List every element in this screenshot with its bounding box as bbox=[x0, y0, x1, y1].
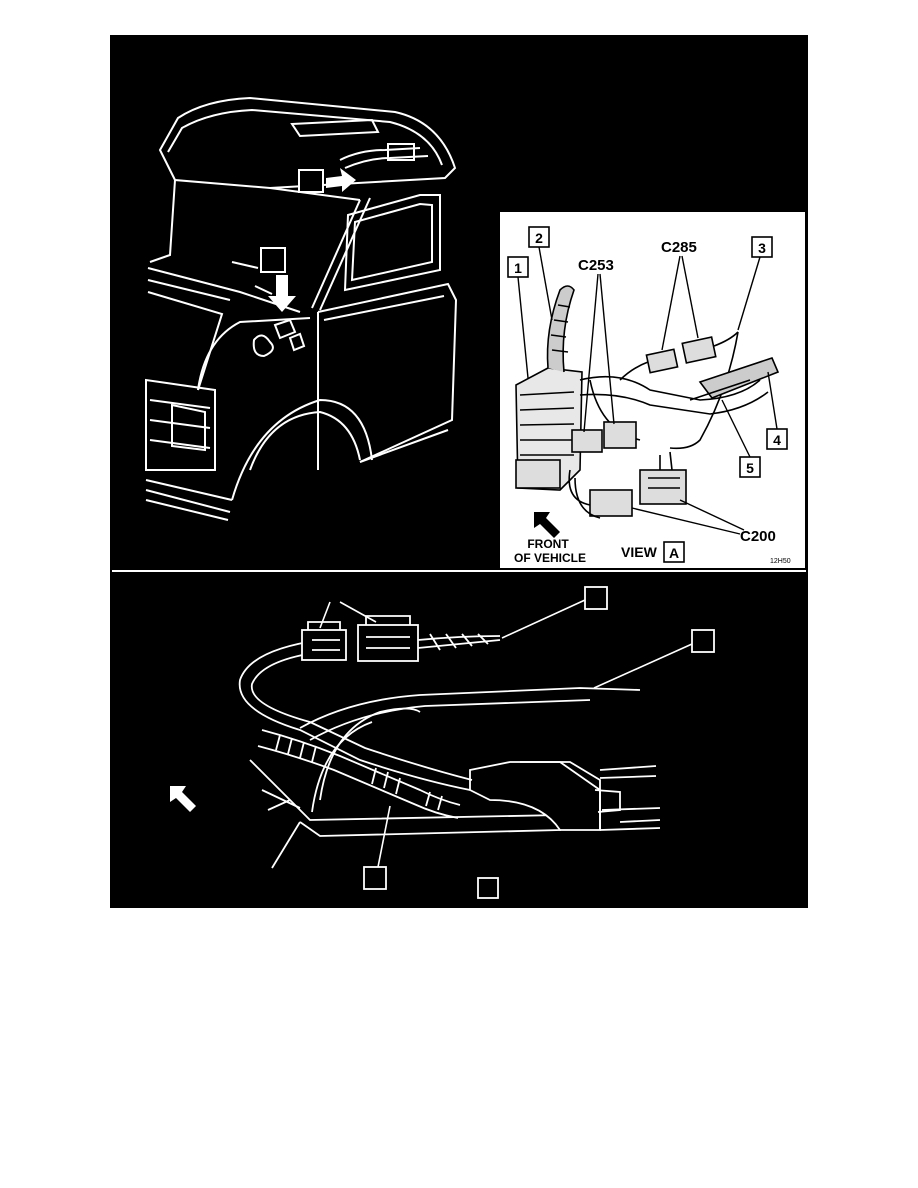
legend-text: A/C Wiring Extension Harness bbox=[584, 111, 739, 123]
legend-num: 5. bbox=[555, 142, 565, 154]
svg-text:5: 5 bbox=[746, 460, 754, 476]
vehicle-overview bbox=[145, 96, 458, 521]
c285-label: C285 bbox=[661, 239, 697, 256]
view-b-front-indicator: FRONT OF VEHICLE bbox=[148, 786, 220, 840]
c253-label: C253 bbox=[578, 257, 614, 274]
view-a-caption: VIEW A 12H50 bbox=[621, 541, 791, 565]
svg-text:FRONT: FRONT bbox=[527, 537, 569, 551]
svg-text:VIEW: VIEW bbox=[434, 880, 471, 896]
svg-text:7: 7 bbox=[699, 634, 707, 650]
svg-text:3: 3 bbox=[758, 240, 766, 256]
c200-label: C200 bbox=[740, 528, 776, 545]
parts-legend: 1. Fuse Block 2. Rear Body Harness 3. A/… bbox=[555, 79, 739, 185]
c352-label: C352 bbox=[316, 585, 377, 629]
legend-text: I/P Harness bbox=[584, 142, 644, 154]
legend-num: 7. bbox=[555, 173, 565, 185]
callout-b: B bbox=[298, 168, 356, 193]
svg-text:VIEW: VIEW bbox=[621, 544, 658, 560]
legend-text: Dome/Reading Lamp Harness bbox=[584, 157, 739, 169]
legend-text: Fuse Block bbox=[584, 79, 641, 91]
view-a-drawing bbox=[515, 285, 780, 519]
svg-text:6: 6 bbox=[592, 591, 600, 607]
figure-code: 12H50 bbox=[770, 558, 791, 565]
view-a-callouts: 1 2 3 4 5 bbox=[507, 226, 788, 478]
roof-harness-b bbox=[339, 143, 429, 169]
svg-text:2: 2 bbox=[535, 230, 543, 246]
svg-text:C352: C352 bbox=[316, 585, 352, 602]
callout-a: A bbox=[231, 247, 296, 312]
svg-text:OF VEHICLE: OF VEHICLE bbox=[514, 551, 586, 565]
legend-num: 3. bbox=[555, 111, 565, 123]
legend-num: 1. bbox=[555, 79, 565, 91]
view-b-callouts: 6 7 2 bbox=[363, 586, 715, 890]
svg-text:A: A bbox=[267, 253, 279, 270]
legend-text: Radio Wiring Harness bbox=[584, 126, 696, 138]
view-a-connector-labels: C253 C285 C200 bbox=[578, 239, 776, 545]
svg-text:OF VEHICLE: OF VEHICLE bbox=[148, 826, 220, 840]
svg-text:1: 1 bbox=[514, 260, 522, 276]
svg-text:4: 4 bbox=[773, 432, 781, 448]
legend-num: 2. bbox=[555, 95, 565, 107]
view-b-caption: VIEW B bbox=[434, 877, 499, 899]
svg-text:B: B bbox=[306, 174, 317, 191]
view-b-drawing bbox=[238, 615, 661, 869]
view-a-front-indicator: FRONT OF VEHICLE bbox=[514, 512, 586, 565]
svg-text:2: 2 bbox=[371, 871, 379, 887]
legend-text: Rear Body Harness bbox=[584, 95, 685, 107]
legend-num: 6. bbox=[555, 157, 565, 169]
svg-text:A: A bbox=[669, 545, 679, 561]
legend-text: Roof Panel bbox=[584, 173, 641, 185]
svg-text:B: B bbox=[483, 881, 493, 897]
legend-num: 4. bbox=[555, 126, 565, 138]
svg-text:FRONT: FRONT bbox=[165, 812, 207, 826]
